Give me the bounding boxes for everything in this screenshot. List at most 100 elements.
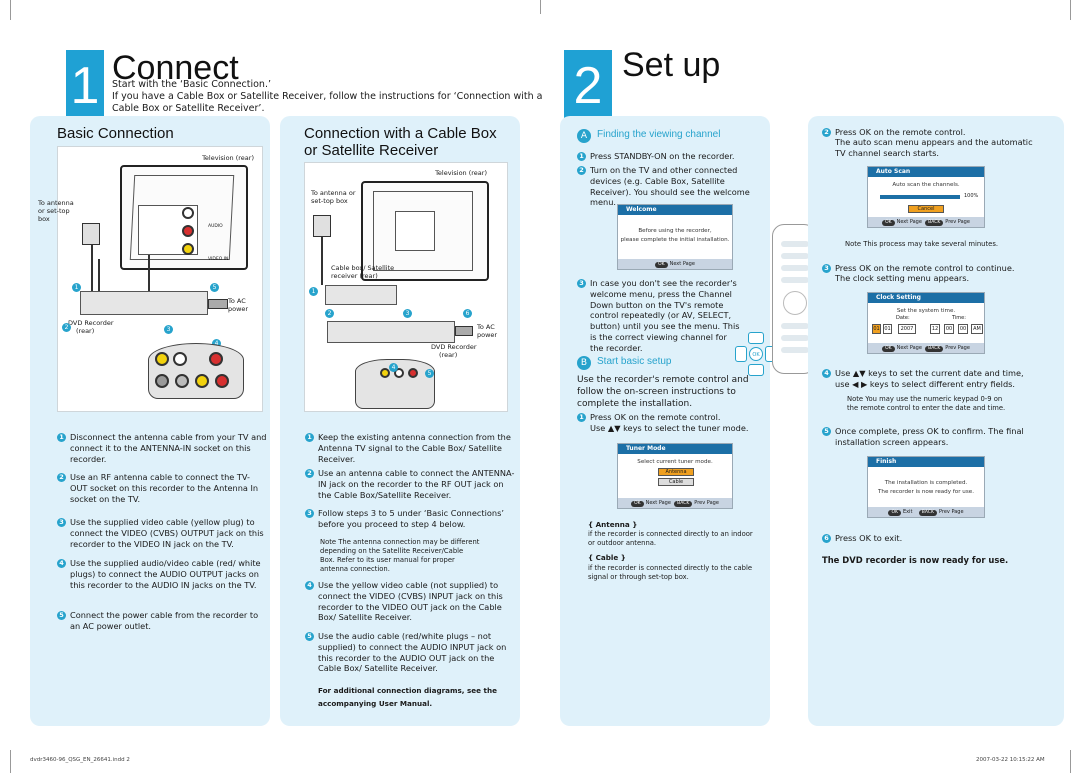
red-plug [182,225,194,237]
dvd-recorder-rear [327,321,455,343]
autoscan-cancel-button[interactable]: Cancel [908,205,944,213]
right-step-2b: The auto scan menu appears and the autom… [835,137,1033,158]
cable-option-heading: { Cable } [588,553,626,562]
basic-connection-heading: Basic Connection [57,125,174,142]
part-a-heading: Finding the viewing channel [597,129,721,140]
section-number-2: 2 [564,50,612,120]
autoscan-progress-bar [880,195,960,199]
diagram-marker-5: 5 [425,369,434,378]
intro-line-1: Start with the ‘Basic Connection.’ [112,79,271,90]
diagram-marker-6: 6 [463,309,472,318]
autoscan-title: Auto Scan [868,167,984,177]
crop-mark [1070,0,1071,20]
part-b-step-1b: Use ▲▼ keys to select the tuner mode. [590,423,749,433]
dvd-recorder-rear [80,291,208,315]
section-number-1: 1 [66,50,104,122]
jack-panel-zoom [148,343,244,399]
basic-connection-diagram: Television (rear) AUDIO VIDEO IN To ante… [38,146,263,412]
footer-file-name: dvdr3460-96_QSG_EN_26641.indd 2 [30,757,130,763]
finish-title: Finish [868,457,984,467]
white-plug [182,207,194,219]
auto-scan-screen: Auto Scan Auto scan the channels. 100% C… [867,166,985,228]
antenna-option-text: if the recorder is connected directly to… [588,530,753,547]
cable-box-rear [325,285,397,305]
right-step-4b: use ◀ ▶ keys to select different entry f… [835,379,1016,389]
audio-label: AUDIO [208,224,223,229]
diagram-marker-1: 1 [72,283,81,292]
clock-title: Clock Setting [868,293,984,303]
intro-line-3: Cable Box or Satellite Receiver’. [112,103,265,114]
section-title-connect: Connect [112,49,239,87]
yellow-plug [182,243,194,255]
finish-msg-1: The installation is completed. [884,480,968,486]
diagram-marker-3: 3 [403,309,412,318]
welcome-screen: Welcome Before using the recorder, pleas… [617,204,733,270]
tuner-option-cable[interactable]: Cable [658,478,694,486]
clock-msg: Set the system time. [896,308,956,314]
footer-timestamp: 2007-03-22 10:15:22 AM [976,757,1045,763]
tuner-option-antenna[interactable]: Antenna [658,468,694,476]
antenna-wall-plate [313,215,331,237]
tuner-mode-screen: Tuner Mode Select current tuner mode. An… [617,443,733,509]
clock-date-label: Date: [896,315,910,321]
right-note-2: Note You may use the numeric keypad 0-9 … [847,395,1006,412]
part-a-letter: A [577,129,591,143]
part-b-intro: Use the recorder's remote control and fo… [577,375,749,409]
autoscan-percent: 100% [964,193,979,199]
cable-note: Note The antenna connection may be diffe… [320,538,480,573]
right-step-3b: The clock setting menu appears. [835,273,970,283]
diagram-marker-5: 5 [210,283,219,292]
cable-footer-note: For additional connection diagrams, see … [318,686,497,708]
autoscan-msg: Auto scan the channels. [892,182,960,188]
part-b-letter: B [577,356,591,370]
tuner-msg: Select current tuner mode. [637,459,713,465]
welcome-title: Welcome [618,205,732,215]
clock-setting-screen: Clock Setting Set the system time. Date:… [867,292,985,354]
remote-nav-icon: OK [735,332,777,376]
clock-fields[interactable]: 01 01 2007 12 00 00 AM [872,324,984,334]
diagram-marker-4: 4 [389,363,398,372]
part-b-heading: Start basic setup [597,356,672,367]
dvd-recorder-label: DVD Recorder(rear) [431,343,477,359]
tv-rear-label: Television (rear) [202,154,254,162]
finish-screen: Finish The installation is completed. Th… [867,456,985,518]
crop-mark [540,0,541,14]
diagram-marker-3: 3 [164,325,173,334]
crop-mark [10,0,11,20]
dvd-recorder-label: DVD Recorder (rear) [68,319,114,335]
crop-mark [1070,750,1071,773]
welcome-msg-2: please complete the initial installation… [620,237,730,243]
clock-time-label: Time: [952,315,966,321]
diagram-marker-1: 1 [309,287,318,296]
finish-msg-2: The recorder is now ready for use. [878,489,974,495]
right-note-1: Note This process may take several minut… [845,240,999,248]
diagram-marker-2: 2 [62,323,71,332]
video-in-label: VIDEO IN [208,257,229,262]
antenna-label: To antenna or set-top box [38,199,74,223]
